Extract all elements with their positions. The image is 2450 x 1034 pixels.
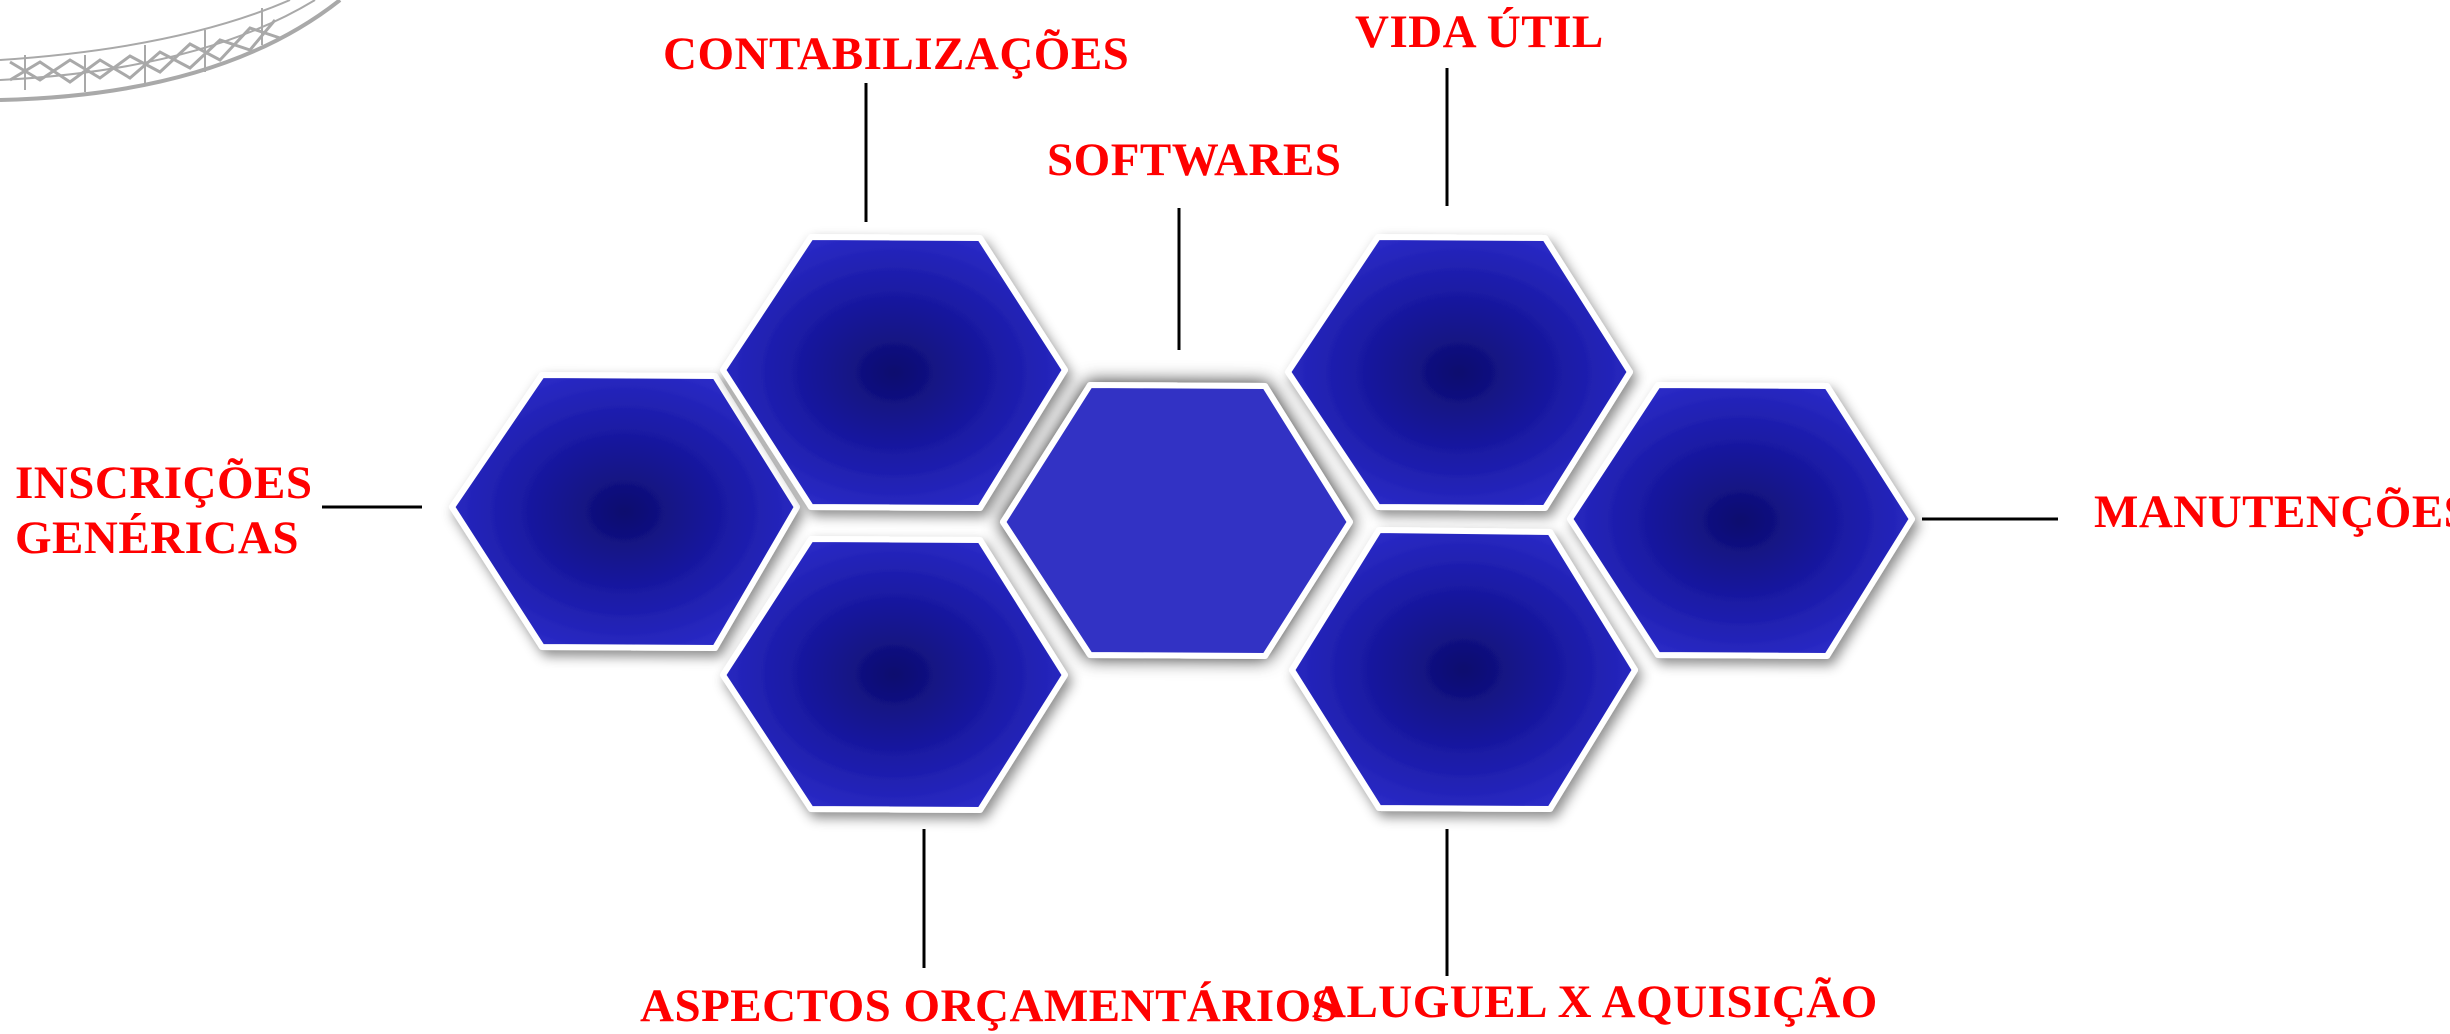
label-inscricoes-line2: GENÉRICAS [15, 512, 299, 564]
label-inscricoes-genericas: INSCRIÇÕES GENÉRICAS [15, 456, 313, 566]
connector-lines [322, 68, 2058, 976]
hexagon-aluguel [1289, 527, 1638, 812]
hexagon-inscricoes [449, 372, 800, 651]
hexagon-softwares [1000, 382, 1353, 659]
hexagon-aspectos [720, 536, 1068, 813]
hexagon-vida-util [1285, 234, 1633, 511]
hexagon-manutencoes [1567, 382, 1915, 659]
circular-lattice-ornament [0, 0, 342, 102]
hexagon-contabilizacoes [720, 234, 1068, 511]
label-softwares: SOFTWARES [1047, 134, 1342, 186]
hexagon-cluster [449, 234, 1915, 813]
label-aspectos-orcamentarios: ASPECTOS ORÇAMENTÁRIOS [640, 980, 1339, 1032]
label-vida-util: VIDA ÚTIL [1355, 6, 1604, 58]
label-manutencoes: MANUTENÇÕES [2094, 486, 2450, 538]
label-aluguel-x-aquisicao: ALUGUEL X AQUISIÇÃO [1312, 976, 1878, 1028]
label-contabilizacoes: CONTABILIZAÇÕES [663, 28, 1130, 80]
label-inscricoes-line1: INSCRIÇÕES [15, 457, 313, 509]
